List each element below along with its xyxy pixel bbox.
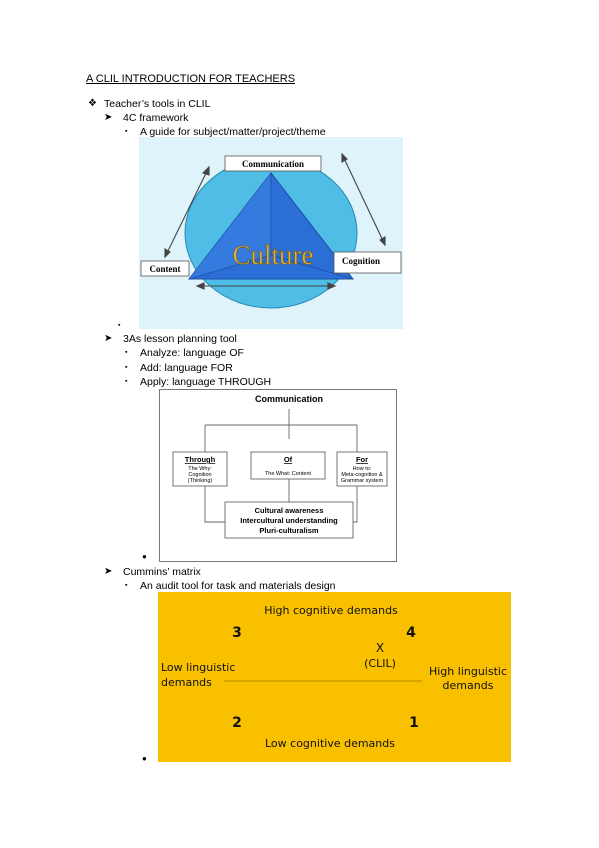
fig3-high-linguistic-label: demands [443, 679, 494, 692]
fig1-arrow [341, 153, 386, 246]
fig1-communication-label: Communication [242, 159, 304, 169]
fig2-bottom-text: Pluri-culturalism [259, 526, 319, 535]
document-title: A CLIL INTRODUCTION FOR TEACHERS [86, 73, 296, 85]
fig-3as-diagram: Communication Through The Why: Cognition… [159, 389, 397, 562]
list-item: Add: language FOR [140, 362, 233, 374]
arrow-bullet-icon: ➤ [104, 112, 113, 123]
fig3-low-linguistic-label: Low linguistic [161, 661, 235, 674]
square-bullet-icon: ▪ [125, 378, 128, 385]
list-item: Analyze: language OF [140, 347, 244, 359]
fig3-quadrant-3: 3 [232, 625, 242, 641]
fig3-quadrant-2: 2 [232, 715, 242, 731]
fig3-background [158, 592, 511, 762]
fig1-content-label: Content [150, 264, 181, 274]
list-item: Teacher’s tools in CLIL [104, 98, 211, 110]
fig2-through-title: Through [185, 455, 216, 464]
square-bullet-icon: ▪ [125, 582, 128, 589]
fig1-arrow [164, 166, 210, 258]
fig2-through-text: Cognition [188, 472, 211, 478]
round-bullet-icon: ● [142, 552, 147, 561]
list-item: An audit tool for task and materials des… [140, 580, 336, 592]
fig2-of-title: Of [284, 455, 293, 464]
fig2-for-text: Meta-cognition & [341, 472, 383, 478]
fig2-through-text: The Why: [188, 466, 212, 472]
list-item: Apply: language THROUGH [140, 376, 272, 388]
diamond-bullet-icon: ❖ [88, 98, 97, 109]
square-bullet-icon: ▪ [125, 349, 128, 356]
fig3-high-linguistic-label: High linguistic [429, 665, 507, 678]
fig3-quadrant-4: 4 [406, 625, 416, 641]
list-item: 3As lesson planning tool [123, 333, 237, 345]
fig-cummins-matrix: High cognitive demands Low cognitive dem… [158, 592, 511, 762]
fig2-for-text: Grammar system [341, 478, 384, 484]
fig2-bottom-text: Intercultural understanding [240, 516, 338, 525]
fig3-low-linguistic-label: demands [161, 676, 212, 689]
arrow-bullet-icon: ➤ [104, 566, 113, 577]
fig2-bottom-text: Cultural awareness [255, 506, 324, 515]
list-item: 4C framework [123, 112, 189, 124]
fig2-through-text: (Thinking) [188, 478, 213, 484]
fig-4c-framework: Communication Content Cognition Culture [139, 137, 403, 329]
fig3-clil-label: (CLIL) [364, 657, 396, 670]
round-bullet-icon: ● [142, 754, 147, 763]
fig3-quadrant-1: 1 [409, 715, 419, 731]
square-bullet-icon: ▪ [118, 322, 121, 329]
fig2-for-title: For [356, 455, 368, 464]
arrow-bullet-icon: ➤ [104, 333, 113, 344]
fig3-low-cognitive-label: Low cognitive demands [265, 737, 395, 750]
fig3-high-cognitive-label: High cognitive demands [264, 604, 398, 617]
fig2-for-text: How to: [353, 466, 372, 472]
fig1-cognition-label: Cognition [342, 256, 380, 266]
list-item: A guide for subject/matter/project/theme [140, 126, 326, 138]
fig2-of-text: The What: Content [265, 471, 312, 477]
fig3-x-marker: X [376, 641, 384, 655]
square-bullet-icon: ▪ [125, 364, 128, 371]
list-item: Cummins’ matrix [123, 566, 201, 578]
fig1-culture-label: Culture [233, 240, 314, 270]
square-bullet-icon: ▪ [125, 128, 128, 135]
fig2-communication-label: Communication [255, 394, 323, 404]
